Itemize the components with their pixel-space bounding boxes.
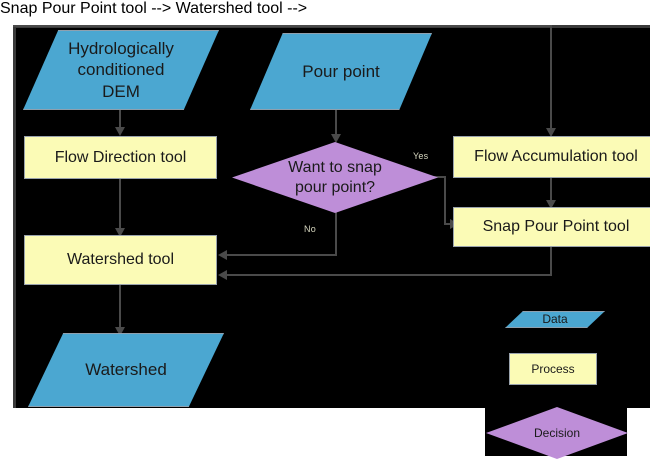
connector-topedge-horizontal (13, 25, 552, 27)
connector-snappourpoint-to-watershedtool-vertical (550, 245, 552, 276)
connector-dem-to-flowdirection (119, 108, 121, 130)
node-label: Watershed tool (66, 251, 174, 268)
arrowhead-pourpoint-to-decision (331, 134, 341, 143)
edge-label-yes: Yes (413, 151, 429, 161)
connector-flowdirection-to-watershedtool (119, 179, 121, 231)
connector-decision-no-horizontal (226, 254, 337, 256)
connector-watershedtool-to-watershed (119, 285, 121, 330)
node-flow-direction-tool[interactable]: Flow Direction tool (24, 136, 217, 179)
legend-label-decision: Decision (533, 425, 581, 440)
node-flow-accumulation-tool[interactable]: Flow Accumulation tool (453, 136, 650, 178)
arrowhead-decision-no-to-watershedtool (218, 250, 227, 260)
connector-decision-yes-horizontal (428, 176, 446, 178)
node-watershed[interactable]: Watershed (28, 333, 224, 407)
arrowhead-flowaccumulation-to-snappourpoint (546, 200, 556, 209)
node-label: Flow Direction tool (54, 148, 187, 166)
node-label: Watershed (85, 360, 167, 380)
connector-decision-yes-into-snap (444, 223, 454, 225)
node-label: Want to snap pour point? (288, 158, 382, 196)
connector-topedge-to-flowaccumulation (550, 25, 552, 133)
node-label: Hydrologically conditioned DEM (68, 39, 174, 101)
arrowhead-topedge-to-flowaccumulation (546, 128, 556, 137)
arrowhead-flowdirection-to-watershedtool (115, 228, 125, 237)
node-snap-pour-point-tool[interactable]: Snap Pour Point tool (453, 207, 650, 247)
node-label: Flow Accumulation tool (474, 148, 638, 165)
arrowhead-dem-to-flowdirection (115, 127, 125, 136)
connector-decision-no-vertical (335, 212, 337, 255)
legend-label-data: Data (542, 312, 568, 326)
node-label: Snap Pour Point tool (482, 218, 630, 235)
connector-snappourpoint-to-watershedtool-horizontal (226, 274, 552, 276)
connector-flowaccumulation-to-snappourpoint (550, 177, 552, 203)
node-label: Pour point (302, 61, 380, 81)
arrowhead-snappourpoint-to-watershedtool (218, 270, 227, 280)
edge-label-no: No (304, 224, 316, 234)
connector-decision-yes-vertical (444, 176, 446, 224)
legend-label-process: Process (531, 361, 575, 376)
connector-pourpoint-to-decision (335, 110, 337, 138)
node-watershed-tool[interactable]: Watershed tool (24, 235, 217, 285)
arrowhead-watershedtool-to-watershed (115, 327, 125, 336)
legend-item-process: Process (509, 353, 597, 385)
